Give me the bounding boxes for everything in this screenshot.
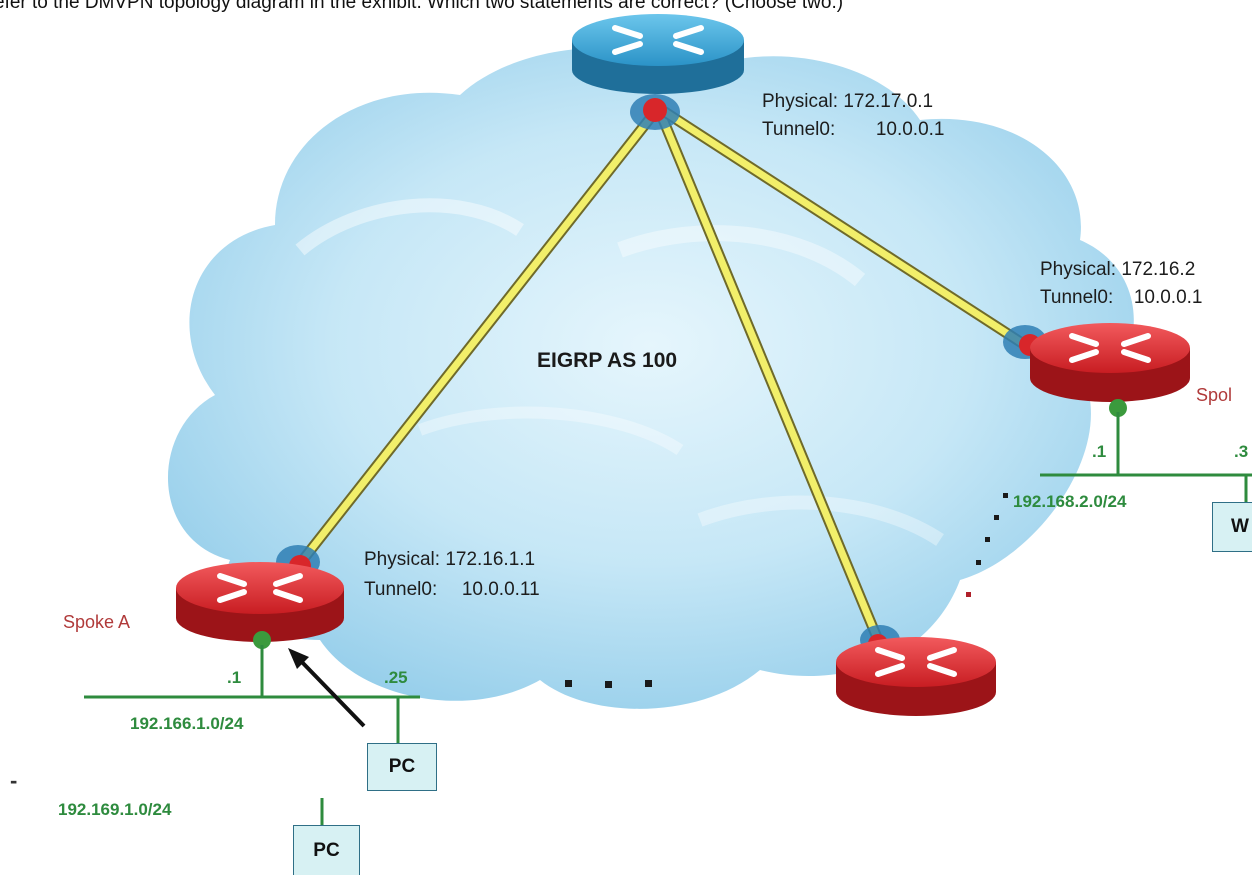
spoke-a-pc-iface: .25 xyxy=(384,668,408,687)
spoke-right-lan xyxy=(1040,412,1252,502)
hub-physical-key: Physical: xyxy=(762,91,839,112)
arrow-icon xyxy=(288,648,366,728)
spoke-a-lan-iface: .1 xyxy=(227,668,242,687)
hub-tunnel-ip: 10.0.0.1 xyxy=(875,119,945,140)
spoke-a-tunnel-ip: 10.0.0.11 xyxy=(461,579,540,600)
ellipsis-dots xyxy=(565,493,1008,688)
spoke-a-physical-key: Physical: xyxy=(364,549,441,570)
hub-physical-label: Physical: 172.17.0.1 xyxy=(762,90,933,113)
hub-tunnel-key: Tunnel0: xyxy=(762,119,836,140)
spoke-right-tunnel-key: Tunnel0: xyxy=(1040,287,1114,308)
spoke-router-icon xyxy=(836,625,996,716)
spoke-a-router-icon xyxy=(176,545,344,649)
spoke-a-lan xyxy=(84,645,420,743)
question-header: efer to the DMVPN topology diagram in th… xyxy=(0,0,844,13)
spoke-right-host-iface: .3 xyxy=(1234,442,1249,461)
spoke-right-tunnel-ip: 10.0.0.1 xyxy=(1133,287,1203,308)
spoke-right-lan-subnet: 192.168.2.0/24 xyxy=(1013,492,1127,511)
spoke-a-tunnel-key: Tunnel0: xyxy=(364,579,438,600)
lower-dash: - xyxy=(10,768,18,793)
spoke-a-physical-ip: 172.16.1.1 xyxy=(445,549,536,570)
spoke-right-physical-label: Physical: 172.16.2 xyxy=(1040,258,1195,281)
spoke-right-host-box: W xyxy=(1212,502,1252,552)
spoke-right-lan-iface: .1 xyxy=(1092,442,1107,461)
spoke-a-tunnel-label: Tunnel0: 10.0.0.11 xyxy=(364,578,540,601)
spoke-a-name: Spoke A xyxy=(63,612,131,632)
lower-pc-box: PC xyxy=(293,825,360,875)
lower-subnet: 192.169.1.0/24 xyxy=(58,800,172,819)
spoke-right-physical-key: Physical: xyxy=(1040,259,1117,280)
spoke-right-router-icon xyxy=(1003,323,1190,417)
tunnel-links xyxy=(292,106,1031,646)
spoke-right-tunnel-label: Tunnel0: 10.0.0.1 xyxy=(1040,286,1202,309)
spoke-a-lan-subnet: 192.166.1.0/24 xyxy=(130,714,244,733)
spoke-right-physical-ip: 172.16.2 xyxy=(1121,259,1196,280)
hub-router-icon xyxy=(572,14,744,130)
hub-physical-ip: 172.17.0.1 xyxy=(843,91,934,112)
spoke-right-name: Spol xyxy=(1196,385,1233,405)
hub-tunnel-label: Tunnel0: 10.0.0.1 xyxy=(762,118,944,141)
spoke-a-physical-label: Physical: 172.16.1.1 xyxy=(364,548,535,571)
spoke-a-pc-box: PC xyxy=(367,743,437,791)
cloud-label: EIGRP AS 100 xyxy=(537,349,678,372)
